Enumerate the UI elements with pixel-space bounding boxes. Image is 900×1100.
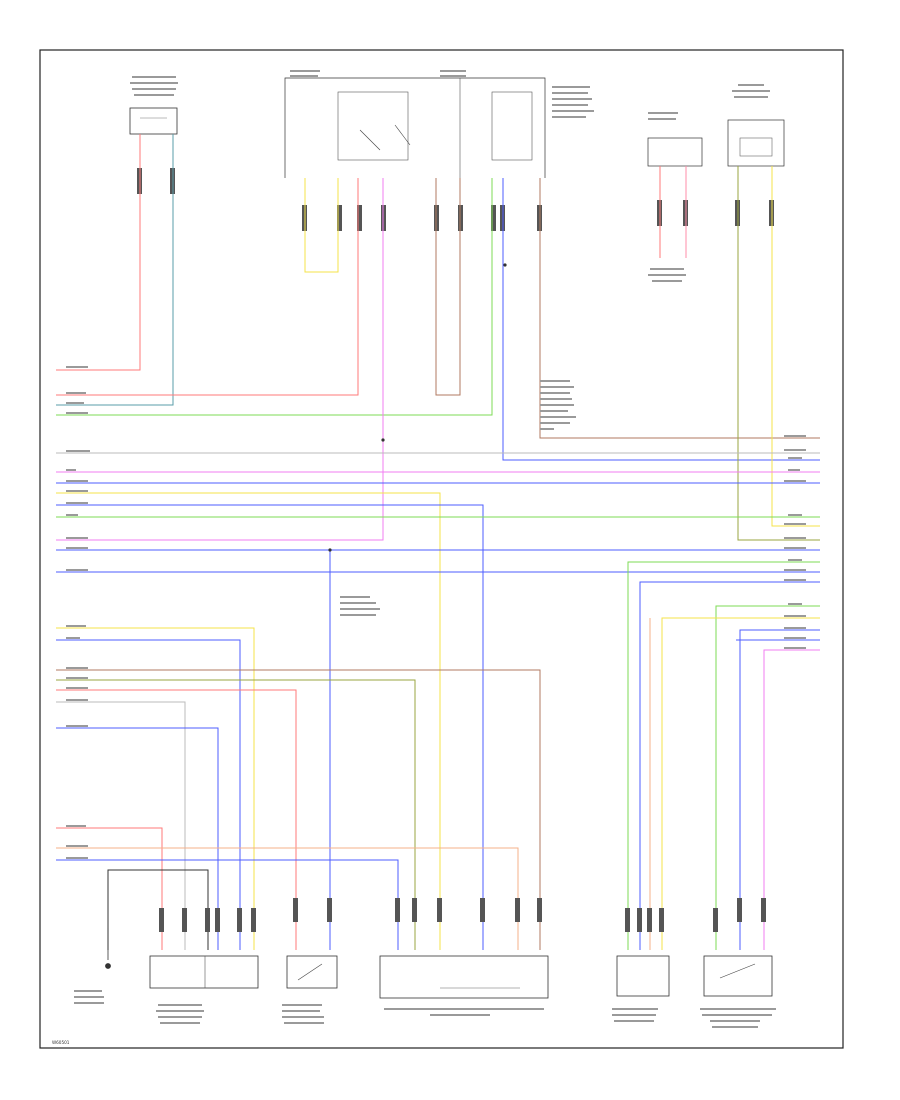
component-dual-switch <box>149 955 259 989</box>
footer-code: W60501 <box>52 1040 70 1045</box>
fuse-relay-box <box>284 77 546 178</box>
wires-middle <box>56 452 820 950</box>
component-control-unit <box>379 955 549 999</box>
ground-symbol <box>105 928 111 969</box>
component-brake-sensor <box>703 955 773 997</box>
bottom-components <box>149 955 773 999</box>
top-left-component <box>129 107 178 135</box>
diagram-border <box>39 49 844 1049</box>
bottom-connector-marks <box>159 898 766 932</box>
label-marks <box>66 70 806 1028</box>
component-pedal-switch <box>286 955 338 989</box>
component-clutch-sensor <box>616 955 670 997</box>
wires-top <box>56 134 820 541</box>
top-connector-marks <box>137 168 774 231</box>
top-right-connector-small <box>647 137 703 167</box>
top-right-sensor <box>727 119 785 167</box>
splice-dots <box>328 263 507 552</box>
